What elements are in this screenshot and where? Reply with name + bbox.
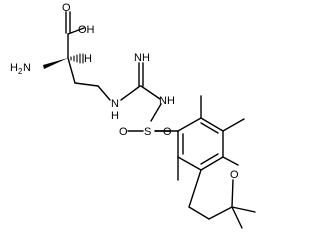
ring-bond-2 [200, 117, 224, 132]
label-sulfonyl-s: S [144, 126, 151, 138]
label-alpha-h: H [84, 53, 92, 65]
label-sulfonyl-o-right: O [163, 126, 172, 138]
ring-o-c2 [231, 179, 234, 208]
label-amine-n: N [23, 62, 31, 74]
ring-c4-ar [188, 169, 202, 208]
label-amine-sub: 2 [18, 67, 23, 76]
label-hydroxyl: OH [78, 24, 95, 36]
gem-methyl-2 [231, 206, 243, 229]
label-sulfonyl-o-left: O [119, 126, 128, 138]
ring-c-o [222, 156, 239, 166]
ring-inner-2 [200, 153, 219, 165]
bond-wedge-amine [43, 58, 68, 69]
ring-c3-c4 [188, 206, 210, 220]
bond-nh-c [120, 85, 141, 101]
ring-bond-5 [177, 156, 202, 171]
bond-chain-2 [74, 82, 99, 87]
bond-c-oh [67, 27, 85, 35]
ring-bond-1 [177, 117, 202, 132]
label-carbonyl-o: O [62, 2, 71, 14]
bond-nh-s [150, 103, 162, 122]
label-nh-right: NH [159, 95, 175, 107]
label-imine: NH [134, 52, 150, 64]
label-nh-left-n: N [111, 98, 119, 110]
label-ring-o: O [230, 169, 239, 181]
ring-inner-1 [200, 122, 219, 134]
bond-c-nh [140, 85, 161, 100]
ring-bond-4 [200, 156, 224, 171]
molecule-structure: OH O H 2 N H N H NH NH O S O O [10, 2, 256, 229]
ring-c2-c3 [208, 206, 233, 220]
label-amine-h: H [10, 62, 18, 74]
gem-methyl-1 [231, 206, 256, 213]
bond-chain-3 [97, 85, 111, 101]
methyl-8 [222, 118, 245, 132]
bond-chain-1 [67, 57, 76, 84]
bond-hash-h [70, 53, 84, 64]
label-nh-left-h: H [111, 110, 119, 122]
